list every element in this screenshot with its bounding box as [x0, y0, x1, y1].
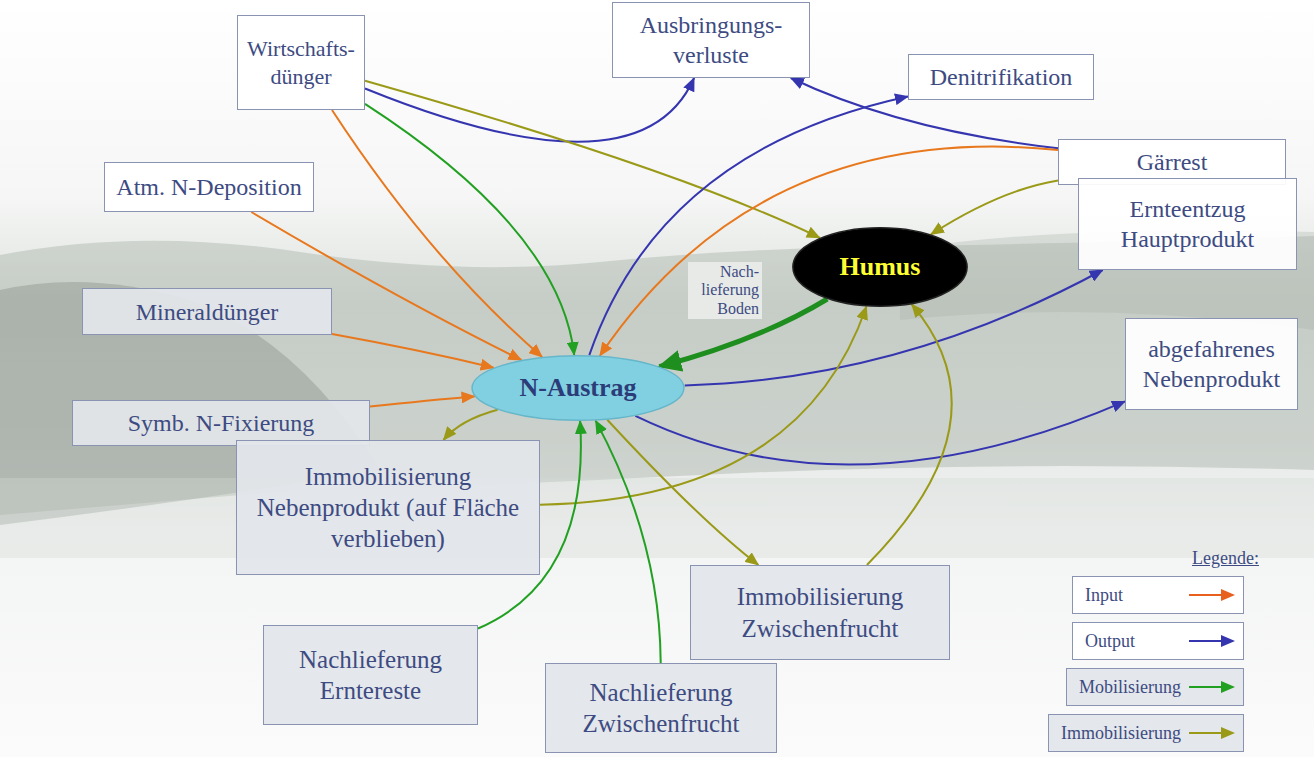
flow-arrow [607, 420, 758, 565]
legend-item: Immobilisierung [1048, 714, 1244, 752]
legend-arrow [1189, 634, 1235, 648]
legend-arrow [1189, 588, 1235, 602]
ellipse-shape [472, 356, 684, 421]
node-text: Ausbringungs- verluste [621, 10, 801, 70]
node-text: Nachlieferung Zwischenfrucht [554, 677, 768, 740]
flow-arrow [635, 401, 1125, 464]
node-text: Atm. N-Deposition [116, 172, 301, 202]
flow-arrow [867, 304, 952, 565]
legend-text: Input [1085, 585, 1123, 606]
edge-label: Nach- lieferung Boden [688, 262, 762, 319]
node-text: Denitrifikation [930, 62, 1073, 92]
node-text: Immobilisierung Nebenprodukt (auf Fläche… [245, 461, 531, 555]
flow-arrow [365, 81, 820, 238]
node-text: Ernteentzug Hauptprodukt [1087, 194, 1288, 254]
central-ellipse: N-Austrag [471, 355, 685, 421]
immobilisation-box: Immobilisierung Nebenprodukt (auf Fläche… [236, 440, 540, 575]
flow-arrow [332, 334, 494, 368]
mobilisation-box: Nachlieferung Erntereste [263, 625, 478, 725]
legend: InputOutputMobilisierungImmobilisierung [1048, 576, 1244, 752]
mobilisation-box: Nachlieferung Zwischenfrucht [545, 663, 777, 753]
node-text: Mineraldünger [136, 297, 279, 327]
humus-ellipse: Humus [792, 227, 968, 307]
legend-text: Immobilisierung [1061, 723, 1181, 744]
legend-text: Output [1085, 631, 1135, 652]
output-box: abgefahrenes Nebenprodukt [1125, 318, 1298, 410]
node-text: Humus [840, 251, 921, 284]
output-box: Ausbringungs- verluste [612, 2, 810, 78]
ellipse-shape [793, 228, 967, 306]
legend-item: Output [1072, 622, 1244, 660]
node-text: Immobilisierung Zwischenfrucht [699, 581, 941, 644]
flow-arrow [251, 212, 521, 360]
flow-arrow [370, 396, 475, 406]
flow-arrow [365, 104, 574, 355]
node-text: N-Austrag [520, 372, 637, 405]
output-box: Ernteentzug Hauptprodukt [1078, 178, 1297, 270]
legend-text: Mobilisierung [1079, 677, 1181, 698]
legend-item: Mobilisierung [1066, 668, 1244, 706]
input-box: Wirtschafts- dünger [237, 15, 365, 110]
node-text: abgefahrenes Nebenprodukt [1134, 334, 1289, 394]
legend-arrow [1189, 726, 1235, 740]
flow-arrow [332, 110, 542, 357]
legend-item: Input [1072, 576, 1244, 614]
node-text: Symb. N-Fixierung [128, 408, 315, 438]
flow-arrow [444, 410, 498, 440]
flow-arrow [600, 147, 1058, 356]
immobilisation-box: Immobilisierung Zwischenfrucht [690, 565, 950, 660]
legend-arrow [1189, 680, 1235, 694]
legend-heading: Legende: [1192, 548, 1259, 569]
flow-arrow [596, 421, 661, 663]
flow-arrow [365, 78, 694, 142]
node-text: Nachlieferung Erntereste [272, 644, 469, 707]
node-text: Gärrest [1137, 147, 1208, 177]
flow-arrow [589, 97, 908, 356]
node-text: Wirtschafts- dünger [246, 35, 356, 90]
output-box: Denitrifikation [908, 54, 1094, 100]
flow-arrow [931, 180, 1058, 234]
input-box: Atm. N-Deposition [104, 162, 314, 212]
input-box: Mineraldünger [82, 288, 332, 335]
